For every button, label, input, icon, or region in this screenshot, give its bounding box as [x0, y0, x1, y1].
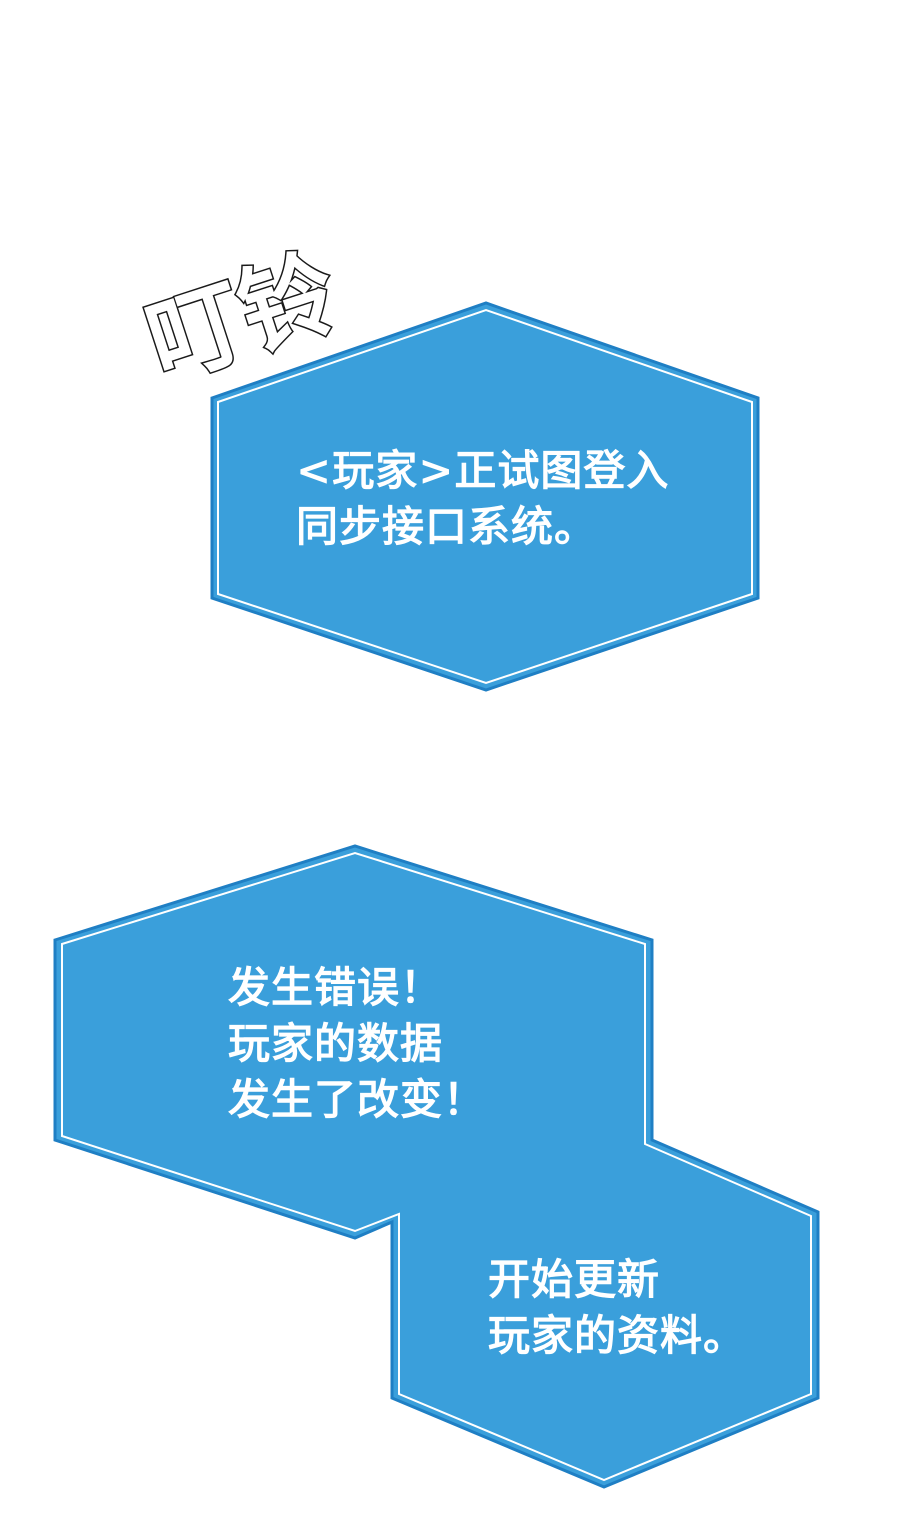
caption-box-1-line-1: <玩家>正试图登入 [296, 446, 670, 495]
caption-box-2-line-3: 发生了改变！ [228, 1075, 487, 1124]
caption-box-2: 发生错误！ 玩家的数据 发生了改变！ [228, 960, 486, 1128]
caption-box-3: 开始更新 玩家的资料。 [488, 1252, 746, 1364]
sound-effect-text: 叮铃 [134, 235, 351, 386]
caption-box-2-line-1: 发生错误！ [228, 963, 444, 1012]
caption-box-3-line-1: 开始更新 [488, 1255, 661, 1304]
caption-box-3-line-2: 玩家的资料。 [488, 1311, 747, 1360]
hexagon-box-1 [210, 301, 760, 692]
caption-box-1-line-2: 同步接口系统。 [296, 502, 598, 551]
caption-box-2-line-2: 玩家的数据 [228, 1019, 444, 1068]
sound-effect-ding-ling: 叮铃 [132, 234, 352, 386]
hexagon-box-2-and-3 [53, 844, 820, 1489]
caption-box-1: <玩家>正试图登入 同步接口系统。 [296, 443, 669, 555]
